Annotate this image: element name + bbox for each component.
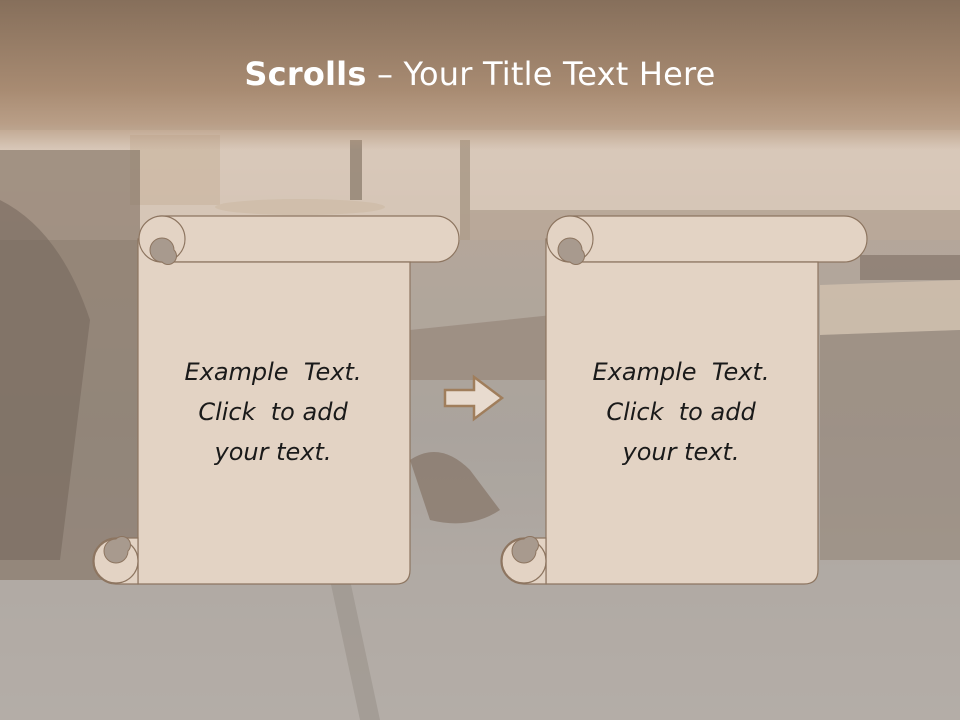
scroll-text[interactable]: Example Text. Click to add your text. [546,352,816,472]
scroll-text-line: your text. [214,438,332,466]
right-arrow-icon [443,374,505,422]
scroll-text-line: Click to add [198,398,348,426]
scroll-text-line: Click to add [606,398,756,426]
scroll-shape [500,215,868,585]
title-bold: Scrolls [244,55,367,93]
slide-title[interactable]: Scrolls – Your Title Text Here [0,55,960,93]
title-bar [0,0,960,150]
scroll-shape [92,215,460,585]
scroll-text-line: Example Text. [592,358,770,386]
scroll-text-line: your text. [622,438,740,466]
title-rest: – Your Title Text Here [366,55,716,93]
scroll-left[interactable]: Example Text. Click to add your text. [92,214,466,588]
scroll-right[interactable]: Example Text. Click to add your text. [500,214,874,588]
scroll-text[interactable]: Example Text. Click to add your text. [138,352,408,472]
scroll-text-line: Example Text. [184,358,362,386]
